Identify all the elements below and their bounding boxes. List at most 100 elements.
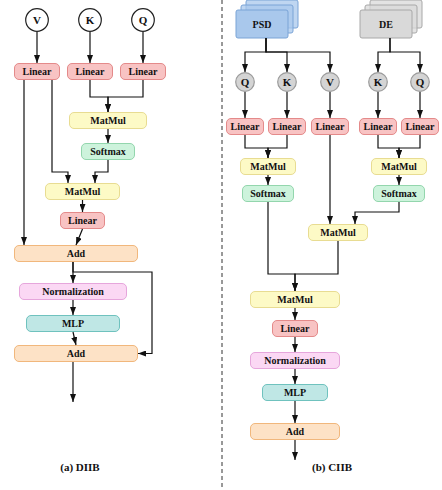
node-label: Linear [364,121,393,132]
connector-arrow [378,38,390,72]
stack-layer [360,10,412,38]
linear-box: Linear [268,118,306,135]
node-label: Q [416,77,425,88]
connector-arrow [390,38,420,72]
circle-outline [79,9,102,32]
circle-outline [369,73,388,92]
divider-line [222,0,223,490]
node-label: V [33,15,41,26]
input-circle: V [25,8,49,32]
matmul-box: MatMul [45,183,120,200]
linear-box: Linear [67,63,113,80]
node-label: Normalization [264,355,326,366]
circle-outline [236,73,255,92]
node-label: K [374,77,383,88]
connector-arrow [286,92,287,118]
node-label: MatMul [381,161,417,172]
connector-arrow [267,175,268,185]
circle-outline [132,9,155,32]
output-arrow [72,362,73,402]
connector-arrow [268,202,295,291]
circle-outline [321,73,340,92]
node-label: Softmax [90,146,126,157]
node-label: MatMul [65,186,101,197]
matmul-box: MatMul [308,224,368,241]
linear-box: Linear [120,63,166,80]
connector-arrow [399,135,420,158]
connector-arrow [76,229,83,245]
input-circle: K [368,72,388,92]
linear-box: Linear [226,118,264,135]
node-label: K [86,15,95,26]
input-circle: K [78,8,102,32]
connector-arrow [294,308,295,320]
node-label: MatMul [320,227,356,238]
node-label: MatMul [90,115,126,126]
node-label: MatMul [250,161,286,172]
feature-stack: PSD [236,0,298,38]
node-label: Linear [406,121,435,132]
connector-arrow [266,38,287,72]
node-label: Linear [23,66,52,77]
node-label: Q [139,15,148,26]
input-circle: K [277,72,297,92]
connector-arrow [82,200,83,212]
connector-arrow [52,80,68,183]
connector-arrow [73,262,152,354]
node-label: Linear [316,121,345,132]
softmax-box: Softmax [373,185,425,202]
node-label: Add [286,426,304,437]
panel-caption: (a) DIIB [20,461,140,473]
connector-arrow [268,135,287,158]
node-label: DE [379,19,393,30]
connector-arrow [377,92,378,118]
linear-box: Linear [272,320,318,337]
connector-arrow [244,92,245,118]
matmul-box: MatMul [240,158,296,175]
connector-arrow [107,129,108,143]
connector-arrow [294,401,295,423]
connector-arrow [378,135,399,158]
node-label: Linear [273,121,302,132]
normalization-box: Normalization [250,352,340,369]
linear-box: Linear [14,63,60,80]
connector-arrow [73,332,76,345]
connector-arrow [108,80,143,112]
circle-outline [411,73,430,92]
stack-layer [236,10,288,38]
node-label: Linear [231,121,260,132]
mlp-box: MLP [262,384,328,401]
connector-arrow [245,38,266,72]
connector-arrow [329,135,330,224]
node-label: Softmax [250,188,286,199]
connector-arrow [419,92,420,118]
connector-arrow [294,369,295,384]
softmax-box: Softmax [81,143,135,160]
input-circle: Q [410,72,430,92]
linear-box: Linear [401,118,439,135]
node-label: Linear [129,66,158,77]
connector-arrow [36,32,37,63]
add-box: Add [14,345,138,362]
input-circle: V [320,72,340,92]
mlp-box: MLP [26,315,120,332]
node-label: K [283,77,292,88]
connector-arrow [89,32,90,63]
node-label: Softmax [381,188,417,199]
feature-stack: DE [360,0,422,38]
connector-arrow [355,202,399,224]
node-label: Q [241,77,250,88]
connector-arrow [295,241,338,291]
input-circle: Q [131,8,155,32]
node-label: MatMul [277,294,313,305]
normalization-box: Normalization [19,283,127,300]
connector-arrow [329,92,330,118]
node-label: V [326,77,334,88]
node-label: Linear [76,66,105,77]
connector-arrow [90,80,108,112]
input-circle: Q [235,72,255,92]
output-arrow [294,440,295,460]
connector-arrow [294,337,295,352]
add-box: Add [250,423,340,440]
